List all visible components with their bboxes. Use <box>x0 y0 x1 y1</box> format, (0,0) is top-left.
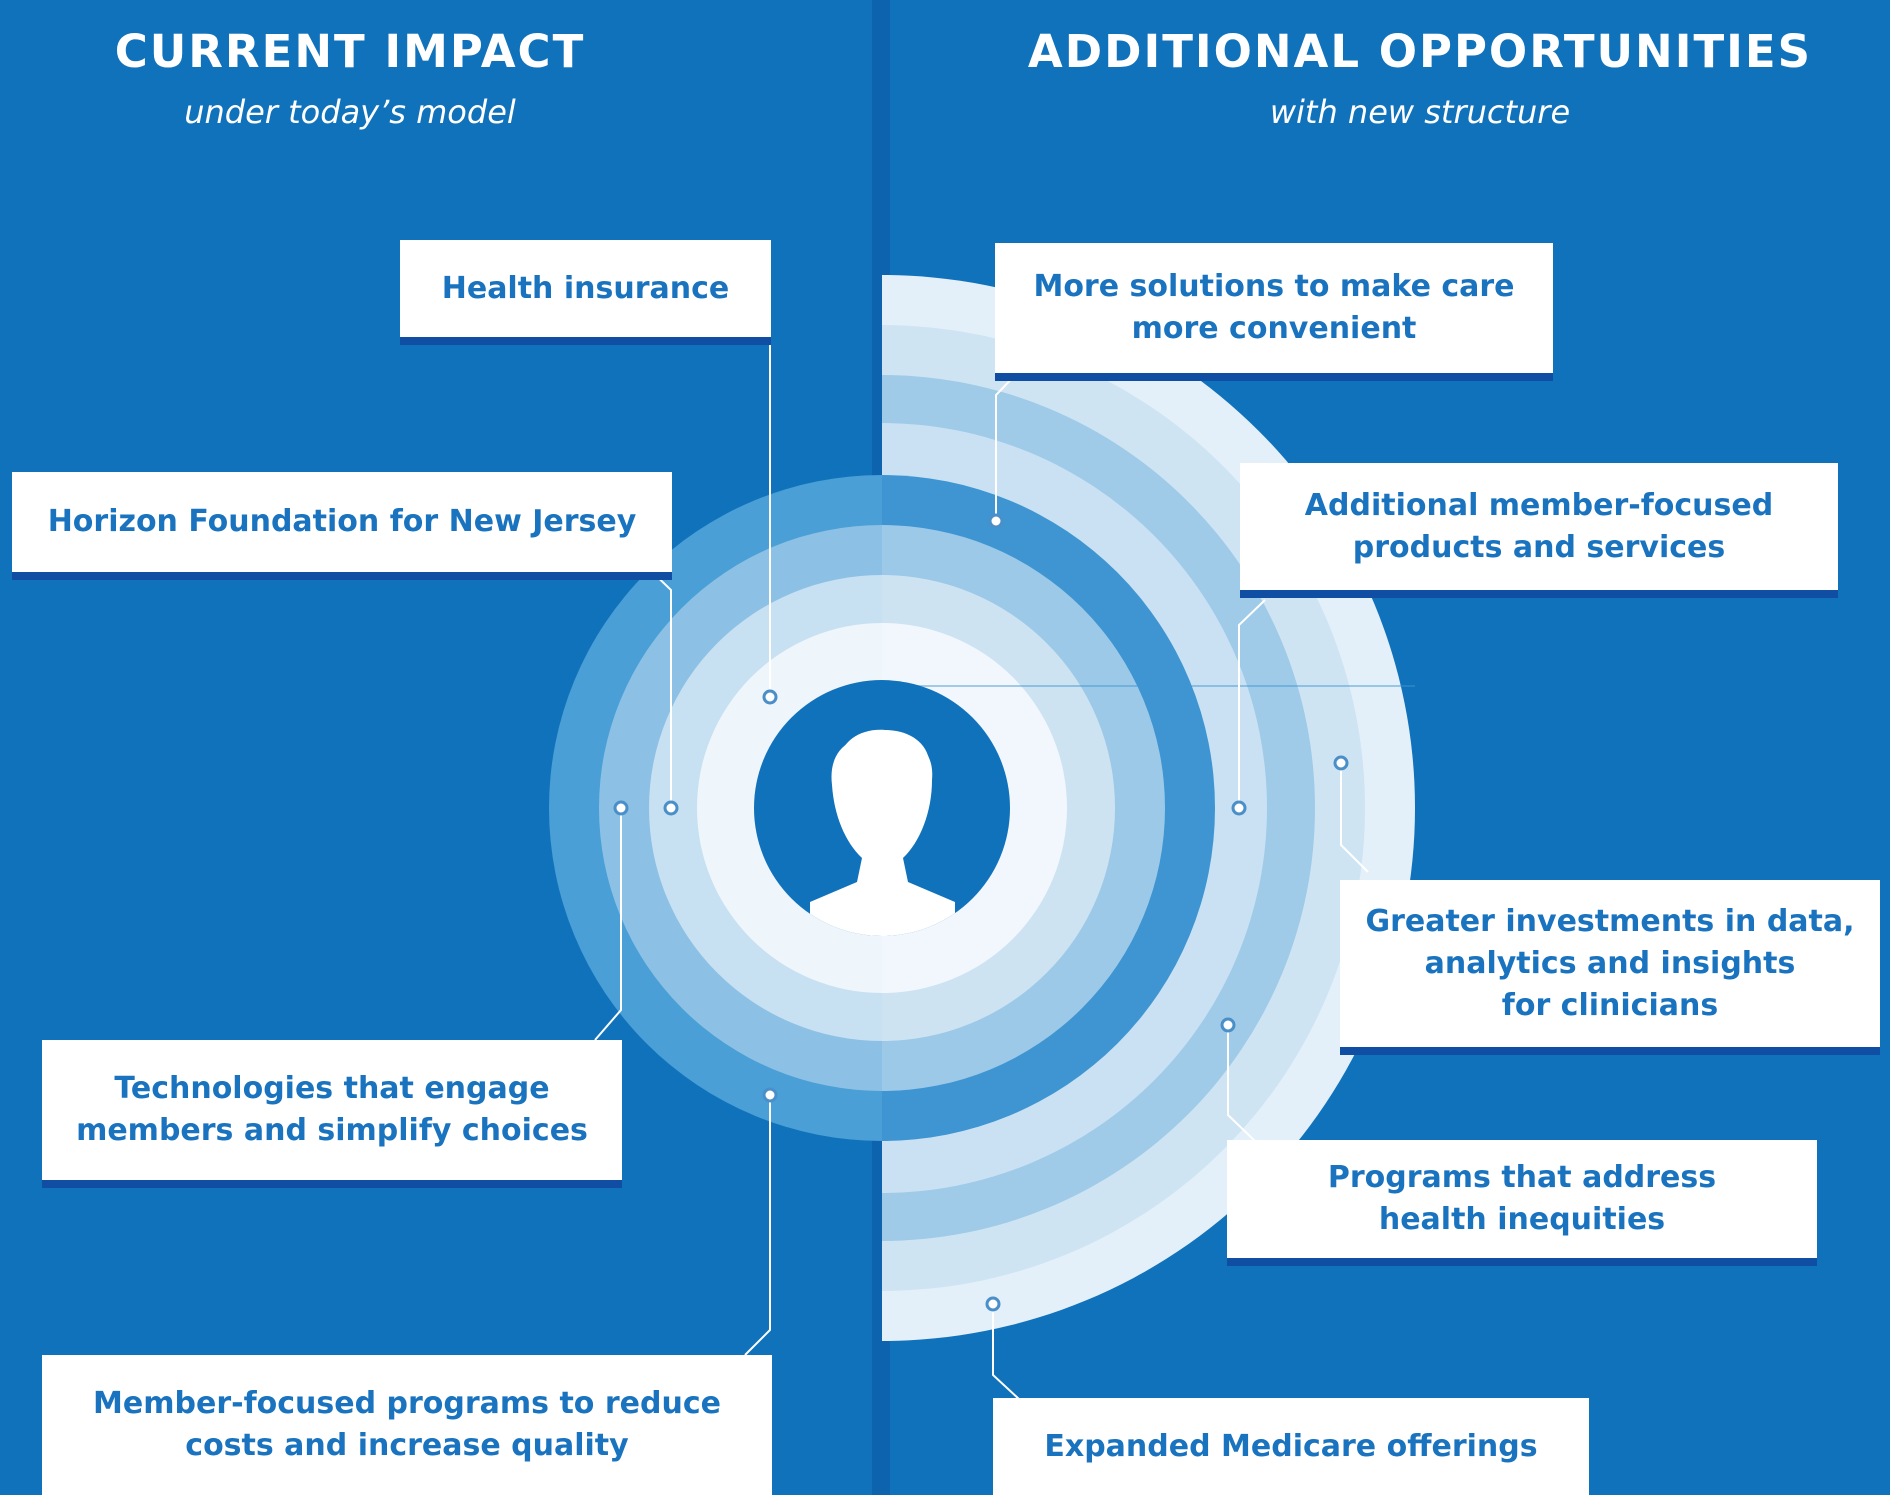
connector-dots <box>613 513 1349 1312</box>
impact-label: Member-focused programs to reduce costs … <box>93 1386 721 1463</box>
additional-opportunities-header: ADDITIONAL OPPORTUNITIES with new struct… <box>1020 24 1820 136</box>
opportunity-medicare: Expanded Medicare offerings <box>993 1398 1589 1495</box>
additional-opportunities-title: ADDITIONAL OPPORTUNITIES <box>1027 25 1813 78</box>
current-impact-subtitle: under today’s model <box>184 93 516 131</box>
impact-health-insurance: Health insurance <box>400 240 771 345</box>
current-impact-title: CURRENT IMPACT <box>114 25 586 78</box>
opportunity-label: Expanded Medicare offerings <box>1044 1428 1538 1464</box>
impact-label: Technologies that engage members and sim… <box>76 1071 588 1148</box>
opportunity-label: Greater investments in data, analytics a… <box>1365 903 1855 1023</box>
opportunity-label: Programs that address health inequities <box>1327 1160 1717 1237</box>
current-impact-header: CURRENT IMPACT under today’s model <box>30 24 670 136</box>
additional-opportunities-subtitle: with new structure <box>1269 93 1571 131</box>
opportunity-member-products: Additional member-focused products and s… <box>1240 463 1838 598</box>
impact-label: Horizon Foundation for New Jersey <box>47 504 637 539</box>
opportunity-data-analytics: Greater investments in data, analytics a… <box>1340 880 1880 1055</box>
impact-member-programs: Member-focused programs to reduce costs … <box>42 1355 772 1495</box>
impact-horizon-foundation: Horizon Foundation for New Jersey <box>12 472 672 580</box>
impact-technologies: Technologies that engage members and sim… <box>42 1040 622 1188</box>
person-icon <box>754 680 1010 936</box>
opportunity-health-inequities: Programs that address health inequities <box>1227 1140 1817 1266</box>
opportunity-label: Additional member-focused products and s… <box>1304 487 1774 565</box>
impact-label: Health insurance <box>441 270 730 306</box>
opportunity-convenient-care: More solutions to make care more conveni… <box>995 243 1553 381</box>
opportunity-label: More solutions to make care more conveni… <box>1033 269 1515 346</box>
